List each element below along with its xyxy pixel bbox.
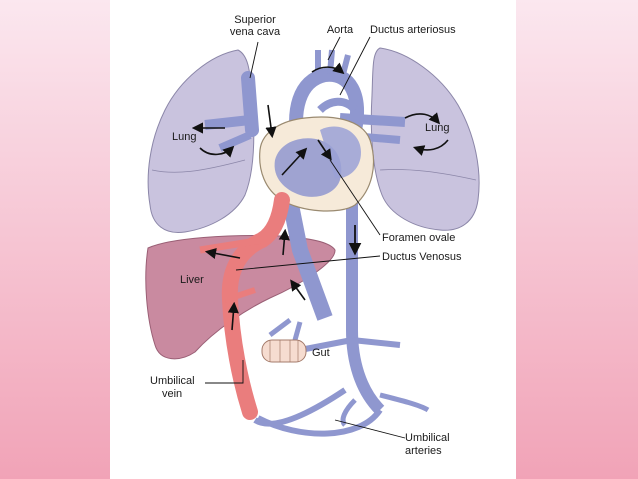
umbilical-vein	[221, 192, 290, 420]
aortic-arch	[289, 67, 364, 152]
label-lung-left: Lung	[172, 131, 196, 143]
label-umbilical-vein-line2: vein	[162, 388, 182, 400]
right-pink-background	[516, 0, 638, 479]
label-aorta: Aorta	[327, 24, 354, 36]
label-superior-vena-cava-line1: Superior	[234, 14, 276, 26]
label-foramen-ovale: Foramen ovale	[382, 232, 455, 244]
label-gut: Gut	[312, 347, 330, 359]
label-umbilical-arteries-line1: Umbilical	[405, 432, 450, 444]
label-liver: Liver	[180, 274, 204, 286]
left-pink-background	[0, 0, 110, 479]
label-umbilical-arteries-line2: arteries	[405, 445, 442, 457]
label-lung-right: Lung	[425, 122, 449, 134]
label-ductus-arteriosus: Ductus arteriosus	[370, 24, 456, 36]
label-ductus-venosus: Ductus Venosus	[382, 251, 462, 263]
gut	[261, 339, 307, 363]
label-umbilical-vein-line1: Umbilical	[150, 375, 195, 387]
right-lung	[370, 47, 480, 231]
descending-aorta	[346, 200, 385, 415]
superior-vena-cava	[241, 71, 259, 137]
label-superior-vena-cava-line2: vena cava	[230, 26, 281, 38]
inferior-vena-cava	[282, 198, 333, 321]
umbilical-arteries	[253, 337, 401, 437]
